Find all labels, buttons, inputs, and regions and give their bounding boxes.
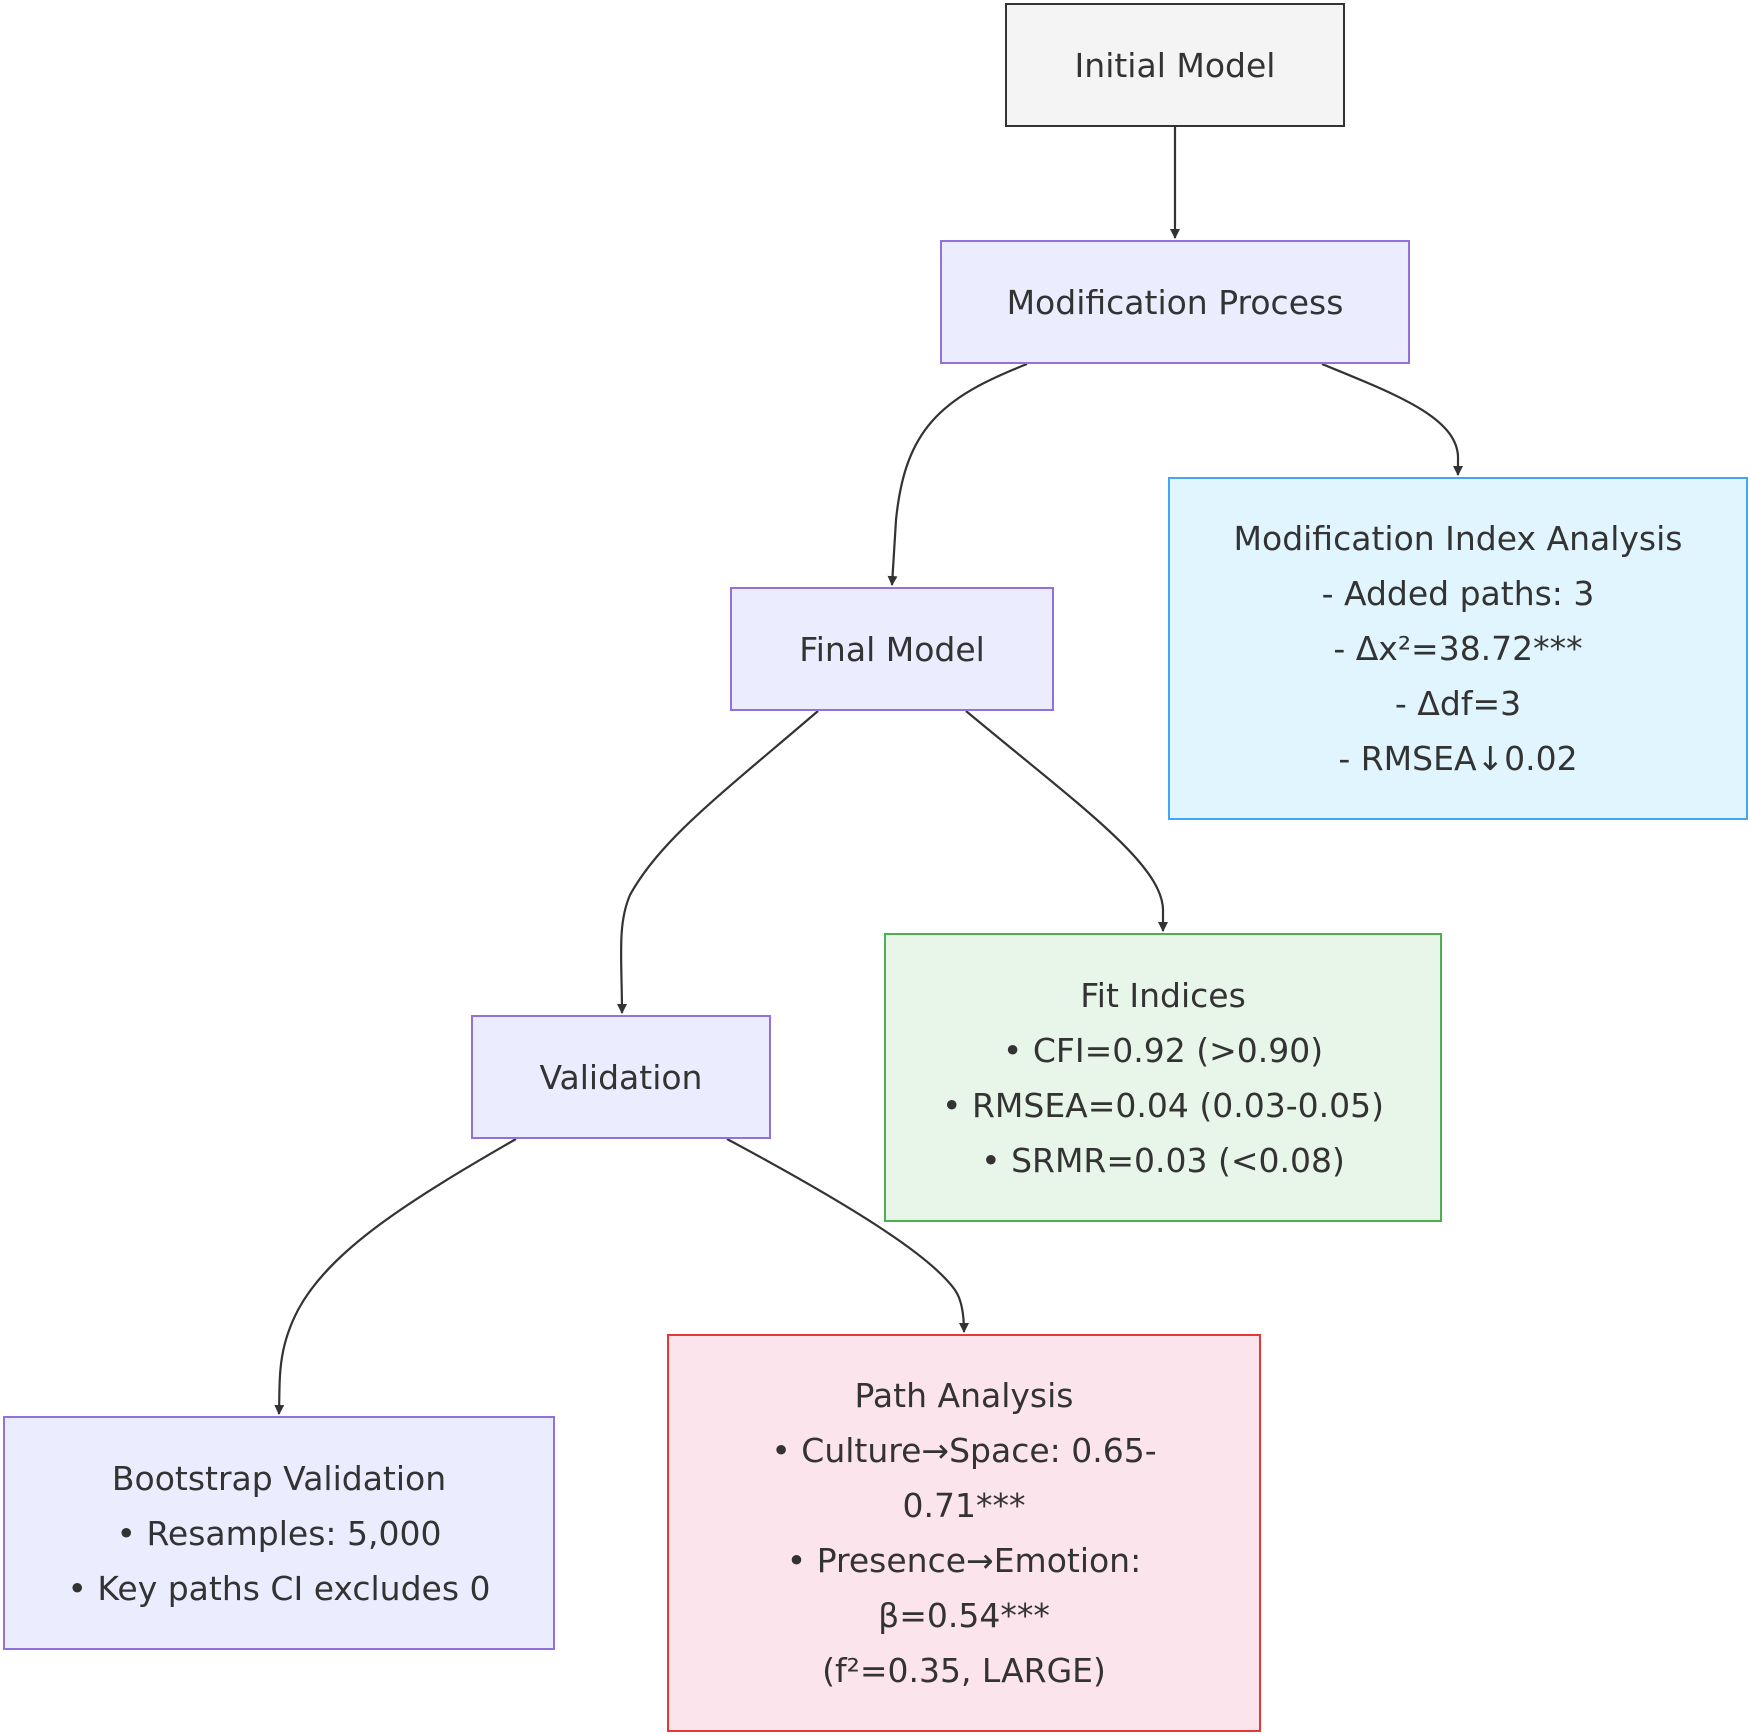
node-title: Modification Index Analysis: [1233, 519, 1683, 558]
node-fit-indices: Fit Indices • CFI=0.92 (>0.90) • RMSEA=0…: [884, 933, 1442, 1222]
node-text: • Key paths CI excludes 0: [67, 1568, 491, 1608]
node-text: β=0.54***: [878, 1596, 1050, 1635]
node-text: Final Model: [799, 629, 985, 669]
node-text: • RMSEA=0.04 (0.03-0.05): [942, 1085, 1384, 1125]
node-text: • SRMR=0.03 (<0.08): [981, 1140, 1345, 1180]
node-text: - Δx²=38.72***: [1333, 629, 1583, 668]
node-text: - Added paths: 3: [1321, 574, 1595, 613]
node-title: Path Analysis: [854, 1376, 1074, 1415]
edge-final-model-to-validation: [616, 710, 819, 1014]
node-text: - Δdf=3: [1394, 684, 1522, 723]
node-text: • Presence→Emotion:: [786, 1541, 1142, 1580]
node-text: Validation: [539, 1057, 703, 1097]
node-title: Bootstrap Validation: [111, 1458, 447, 1498]
edge-modification-process-to-final-model: [887, 362, 1028, 586]
node-text: 0.71***: [902, 1486, 1026, 1525]
node-text: • CFI=0.92 (>0.90): [1002, 1030, 1324, 1070]
node-text: Initial Model: [1074, 45, 1276, 85]
node-modification-index-analysis: Modification Index Analysis - Added path…: [1168, 477, 1748, 820]
edge-modification-process-to-mi-analysis: [1321, 362, 1463, 476]
node-text: • Culture→Space: 0.65-: [771, 1431, 1157, 1470]
node-path-analysis: Path Analysis • Culture→Space: 0.65- 0.7…: [667, 1334, 1261, 1732]
node-text: - RMSEA↓0.02: [1338, 739, 1578, 778]
node-title: Fit Indices: [1080, 975, 1246, 1015]
node-validation: Validation: [471, 1015, 771, 1139]
node-text: • Resamples: 5,000: [116, 1513, 442, 1553]
edge-final-model-to-fit-indices: [965, 710, 1168, 932]
node-final-model: Final Model: [730, 587, 1054, 711]
node-initial-model: Initial Model: [1005, 3, 1345, 127]
node-text: Modification Process: [1006, 282, 1344, 322]
node-modification-process: Modification Process: [940, 240, 1410, 364]
node-bootstrap-validation: Bootstrap Validation • Resamples: 5,000 …: [3, 1416, 555, 1650]
node-text: (f²=0.35, LARGE): [822, 1651, 1106, 1690]
edge-validation-to-path-analysis: [726, 1138, 969, 1333]
edge-validation-to-bootstrap: [274, 1138, 517, 1415]
